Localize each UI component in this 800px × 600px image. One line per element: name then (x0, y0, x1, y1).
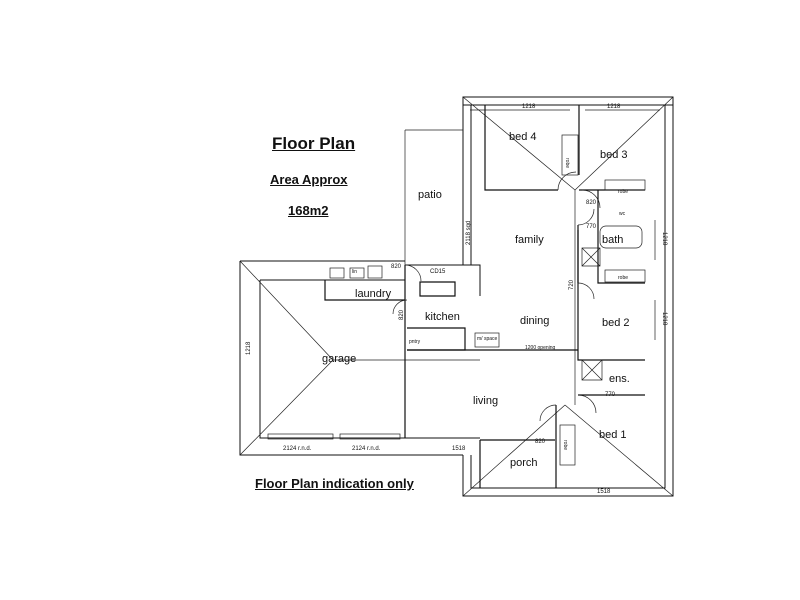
robe-label-bed4: robe (564, 158, 570, 168)
dim-door-820-a: 820 (586, 200, 597, 206)
room-bath: bath (602, 234, 623, 246)
mf-space-label: m/ space (477, 336, 498, 342)
room-ensuite: ens. (609, 373, 630, 385)
room-laundry: laundry (355, 288, 392, 300)
dim-door-820-b: 820 (391, 264, 402, 270)
dim-garage-door-1: 2124 r.n.d. (283, 446, 312, 452)
dim-garage-side: 1218 (246, 341, 252, 355)
room-porch: porch (510, 457, 538, 469)
dim-right-upper: 1218 (661, 232, 667, 246)
dim-top-right: 1218 (607, 104, 621, 110)
dim-door-770-b: 770 (605, 392, 616, 398)
plan-title: Floor Plan (272, 134, 356, 153)
interior-walls (267, 105, 660, 488)
robe-label-bed2: robe (618, 275, 628, 281)
dim-top-left: 1218 (522, 104, 536, 110)
dim-garage-door-2: 2124 r.n.d. (352, 446, 381, 452)
dim-cd15: CD15 (430, 269, 446, 275)
dim-door-720: 720 (569, 279, 575, 290)
area-label: Area Approx (270, 172, 348, 187)
dim-door-820-c: 820 (535, 439, 546, 445)
room-garage: garage (322, 353, 356, 365)
room-bed-3: bed 3 (600, 149, 628, 161)
dim-door-820-d: 820 (399, 309, 405, 320)
pantry-label: pntry (409, 339, 421, 345)
dim-opening: 1200 opening (525, 345, 556, 351)
room-living: living (473, 395, 498, 407)
room-bed-2: bed 2 (602, 317, 630, 329)
room-bed-1: bed 1 (599, 429, 627, 441)
footer-note: Floor Plan indication only (255, 476, 414, 491)
fixture-labels: wc robe robe robe robe m/ space pntry li… (352, 158, 628, 450)
dim-patio-side: 2118 sgd (466, 221, 472, 245)
room-kitchen: kitchen (425, 311, 460, 323)
dim-bottom-mid: 1518 (452, 446, 466, 452)
room-bed-4: bed 4 (509, 131, 537, 143)
dim-bottom-right: 1518 (597, 489, 611, 495)
room-labels: bed 4 bed 3 patio family bath laundry ki… (322, 131, 630, 469)
area-value: 168m2 (288, 203, 329, 218)
dim-right-lower: 1218 (661, 312, 667, 326)
wc-label: wc (619, 211, 626, 217)
robe-label-bed1: robe (562, 440, 568, 450)
room-dining: dining (520, 315, 549, 327)
lin-label: lin (352, 269, 357, 275)
roof-lines (239, 96, 674, 497)
dim-door-770-a: 770 (586, 224, 597, 230)
room-patio: patio (418, 189, 442, 201)
dimension-labels: 1218 1218 1218 1218 1218 2118 sgd 2124 r… (246, 104, 667, 495)
robe-label-bed3: robe (618, 189, 628, 195)
room-family: family (515, 234, 544, 246)
